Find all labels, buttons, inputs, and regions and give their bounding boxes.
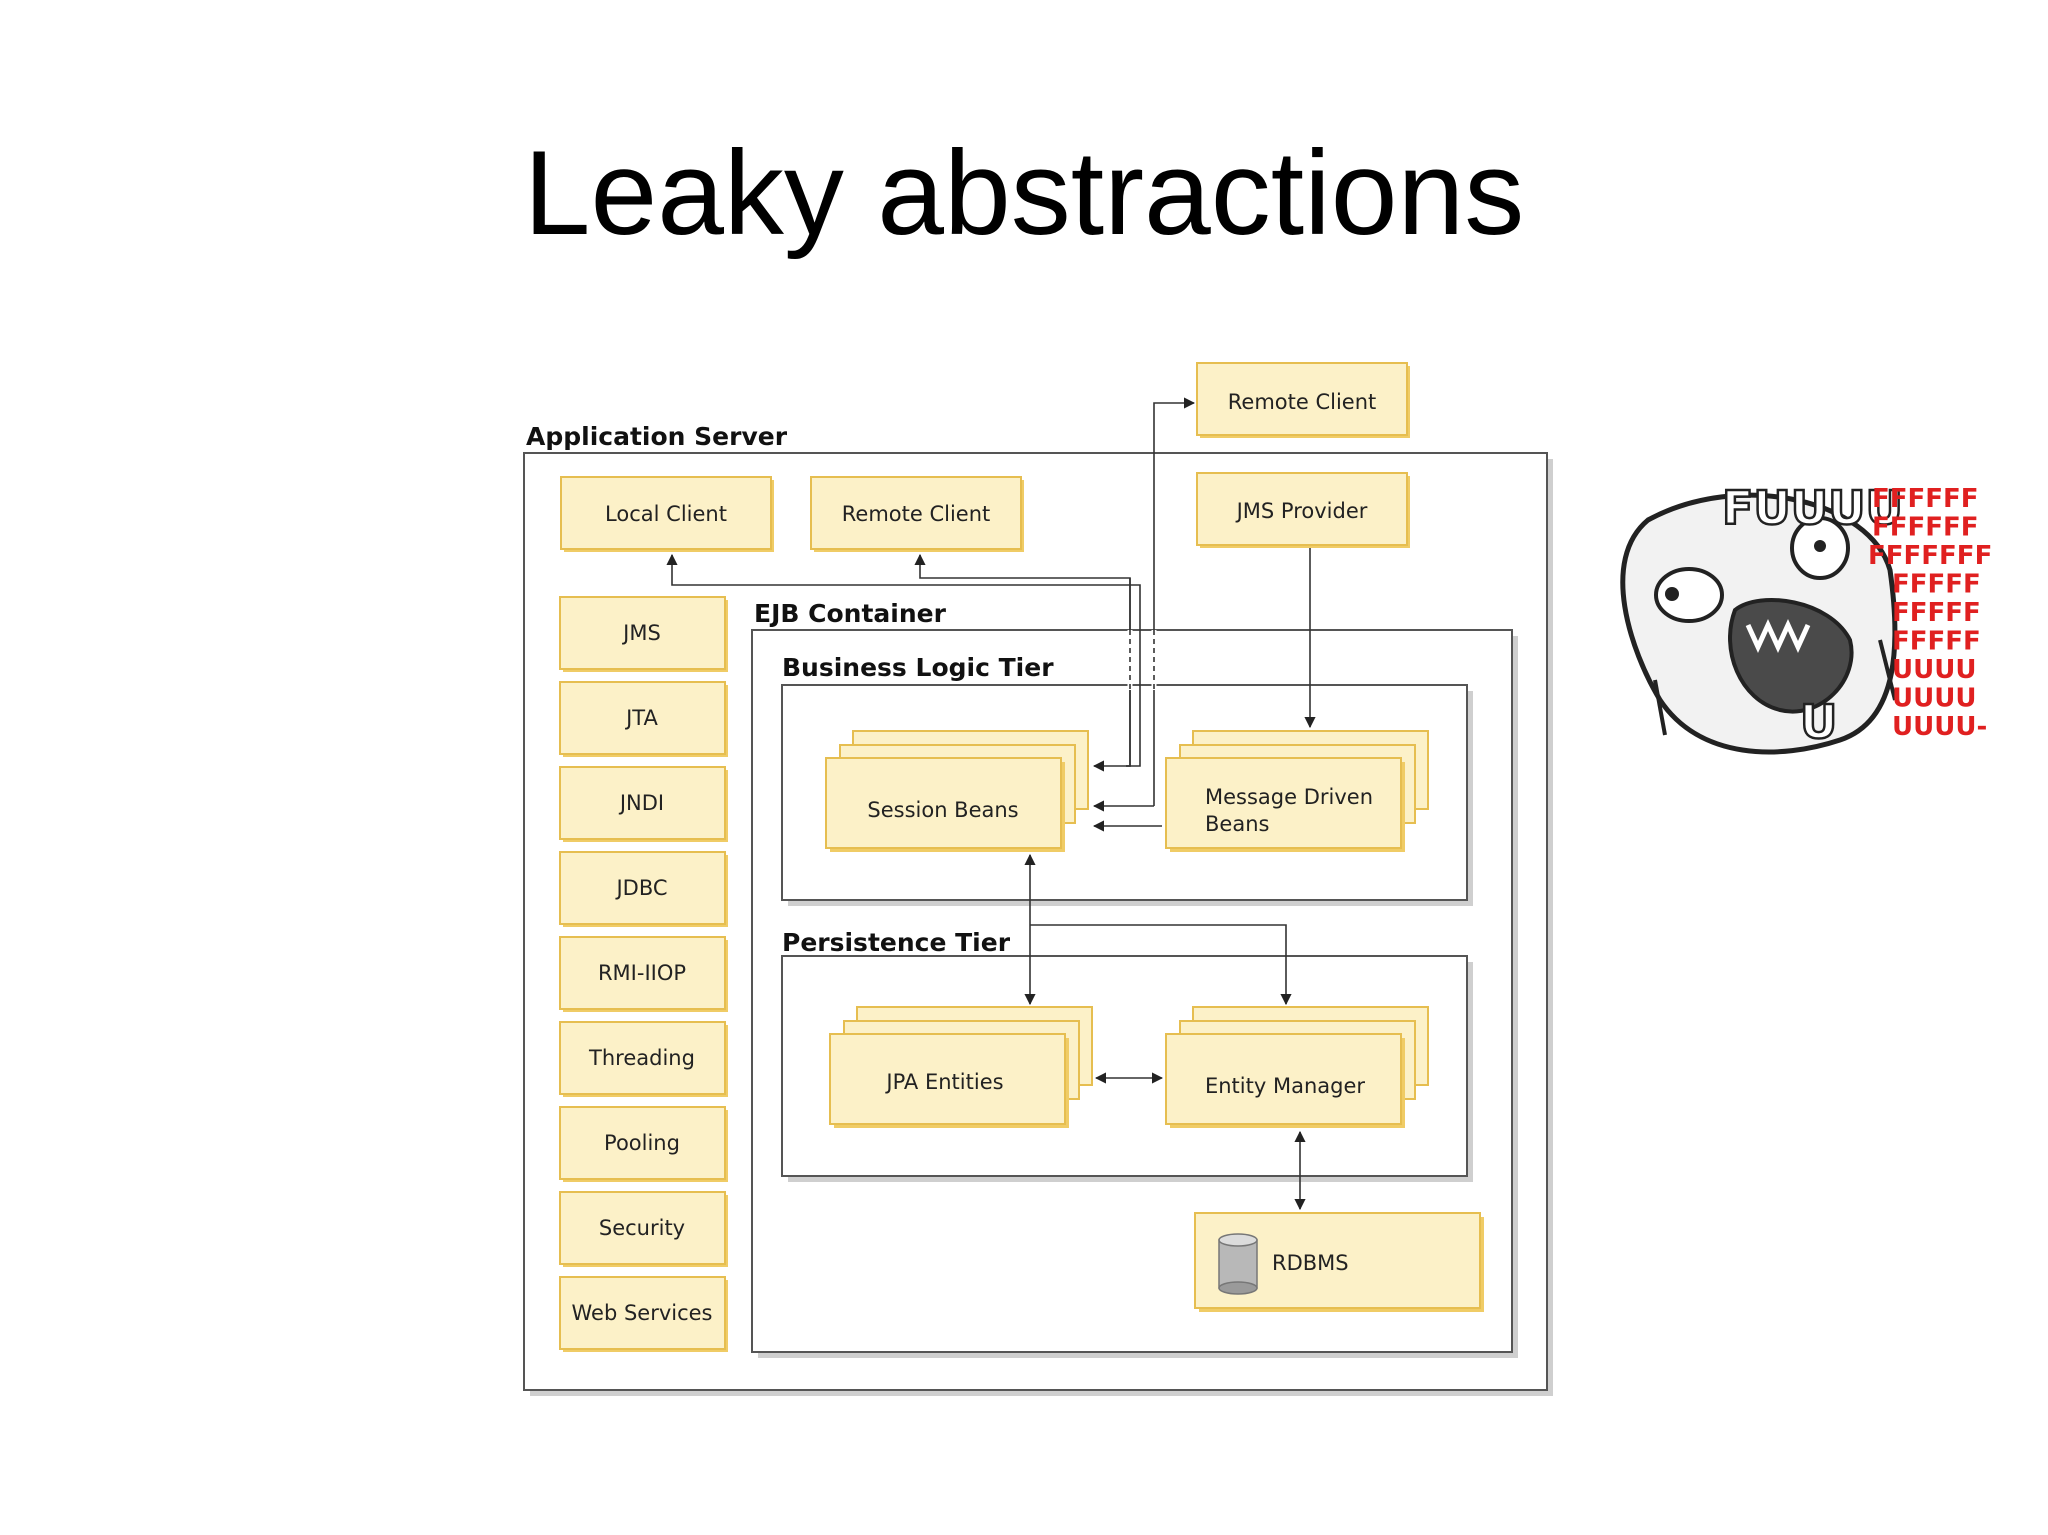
- local-client-box: Local Client: [560, 476, 774, 552]
- service-label: JDBC: [614, 876, 667, 900]
- rage-face-icon: [1620, 492, 1898, 755]
- entity-manager-box: Entity Manager: [1165, 1006, 1429, 1128]
- services-column: JMS JTA JNDI JDBC RMI-IIOP ThreadingPoolingSe…: [559, 596, 728, 1352]
- connectors: [666, 397, 1316, 1211]
- rage-line-6: FFFFF: [1892, 627, 1981, 657]
- rdbms-label: RDBMS: [1272, 1251, 1349, 1275]
- rage-line-1: FFFFFF: [1872, 484, 1979, 514]
- database-icon: [1218, 1233, 1258, 1295]
- persistence-tier-label: Persistence Tier: [782, 928, 1011, 957]
- rage-line-9: UUUU-: [1892, 712, 1987, 742]
- entity-manager-label: Entity Manager: [1205, 1074, 1365, 1098]
- rage-line-4: FFFFF: [1892, 570, 1981, 600]
- application-server-label: Application Server: [526, 422, 788, 451]
- rage-line-5: FFFFF: [1892, 598, 1981, 628]
- service-box-web-services: Web Services: [559, 1276, 728, 1352]
- service-label: JTA: [624, 706, 658, 730]
- service-box-rmi-iiop: RMI-IIOP: [559, 936, 728, 1012]
- service-box-pooling: Pooling: [559, 1106, 728, 1182]
- business-logic-tier-label: Business Logic Tier: [782, 653, 1054, 682]
- ejb-container-label: EJB Container: [754, 599, 947, 628]
- rdbms-box: RDBMS: [1194, 1212, 1484, 1312]
- service-label: JNDI: [618, 791, 664, 815]
- message-driven-beans-box: Message Driven Beans: [1165, 730, 1429, 852]
- service-box-jms: JMS: [559, 596, 728, 672]
- service-label: Web Services: [571, 1301, 712, 1325]
- session-beans-label: Session Beans: [867, 798, 1018, 822]
- remote-client-external-label: Remote Client: [1228, 390, 1377, 414]
- jpa-entities-label: JPA Entities: [884, 1070, 1003, 1094]
- rage-lines: FFFFFFFFFFFFFFFFFFFFFFFFFFFFFFFFFFUUUUUU…: [1868, 484, 1992, 742]
- local-client-label: Local Client: [605, 502, 727, 526]
- message-driven-beans-label-1: Message Driven: [1205, 785, 1373, 809]
- service-box-threading: Threading: [559, 1021, 728, 1097]
- jpa-entities-box: JPA Entities: [829, 1006, 1093, 1128]
- rage-line-3: FFFFFFF: [1868, 541, 1992, 571]
- remote-client-box: Remote Client: [810, 476, 1024, 552]
- rage-head-text: FUUUU: [1722, 481, 1903, 535]
- rage-line-2: FFFFFF: [1872, 513, 1979, 543]
- rage-line-8: UUUU: [1892, 684, 1976, 714]
- service-box-jdbc: JDBC: [559, 851, 728, 927]
- remote-client-external-box: Remote Client: [1196, 362, 1410, 438]
- service-box-jndi: JNDI: [559, 766, 728, 842]
- service-box-security: Security: [559, 1191, 728, 1267]
- slide-title: Leaky abstractions: [523, 126, 1525, 260]
- service-label: Pooling: [604, 1131, 680, 1155]
- connector-session-to-local-client: [666, 553, 1141, 767]
- service-label: RMI-IIOP: [598, 961, 686, 985]
- jms-provider-box: JMS Provider: [1196, 472, 1410, 548]
- rage-line-7: UUUU: [1892, 655, 1976, 685]
- service-box-jta: JTA: [559, 681, 728, 757]
- remote-client-label: Remote Client: [842, 502, 991, 526]
- rage-face-meme: FUUUU U FFFFFFFFFFFFFFFFFFFFFFFFFFFFFFFF…: [1620, 480, 1992, 755]
- service-label: Security: [599, 1216, 685, 1240]
- service-label: JMS: [621, 621, 661, 645]
- service-label: Threading: [588, 1046, 695, 1070]
- rage-head-bottom-text: U: [1800, 695, 1837, 749]
- session-beans-box: Session Beans: [825, 730, 1089, 852]
- connector-session-to-entity-manager: [1030, 924, 1292, 1006]
- message-driven-beans-label-2: Beans: [1205, 812, 1269, 836]
- jms-provider-label: JMS Provider: [1235, 499, 1368, 523]
